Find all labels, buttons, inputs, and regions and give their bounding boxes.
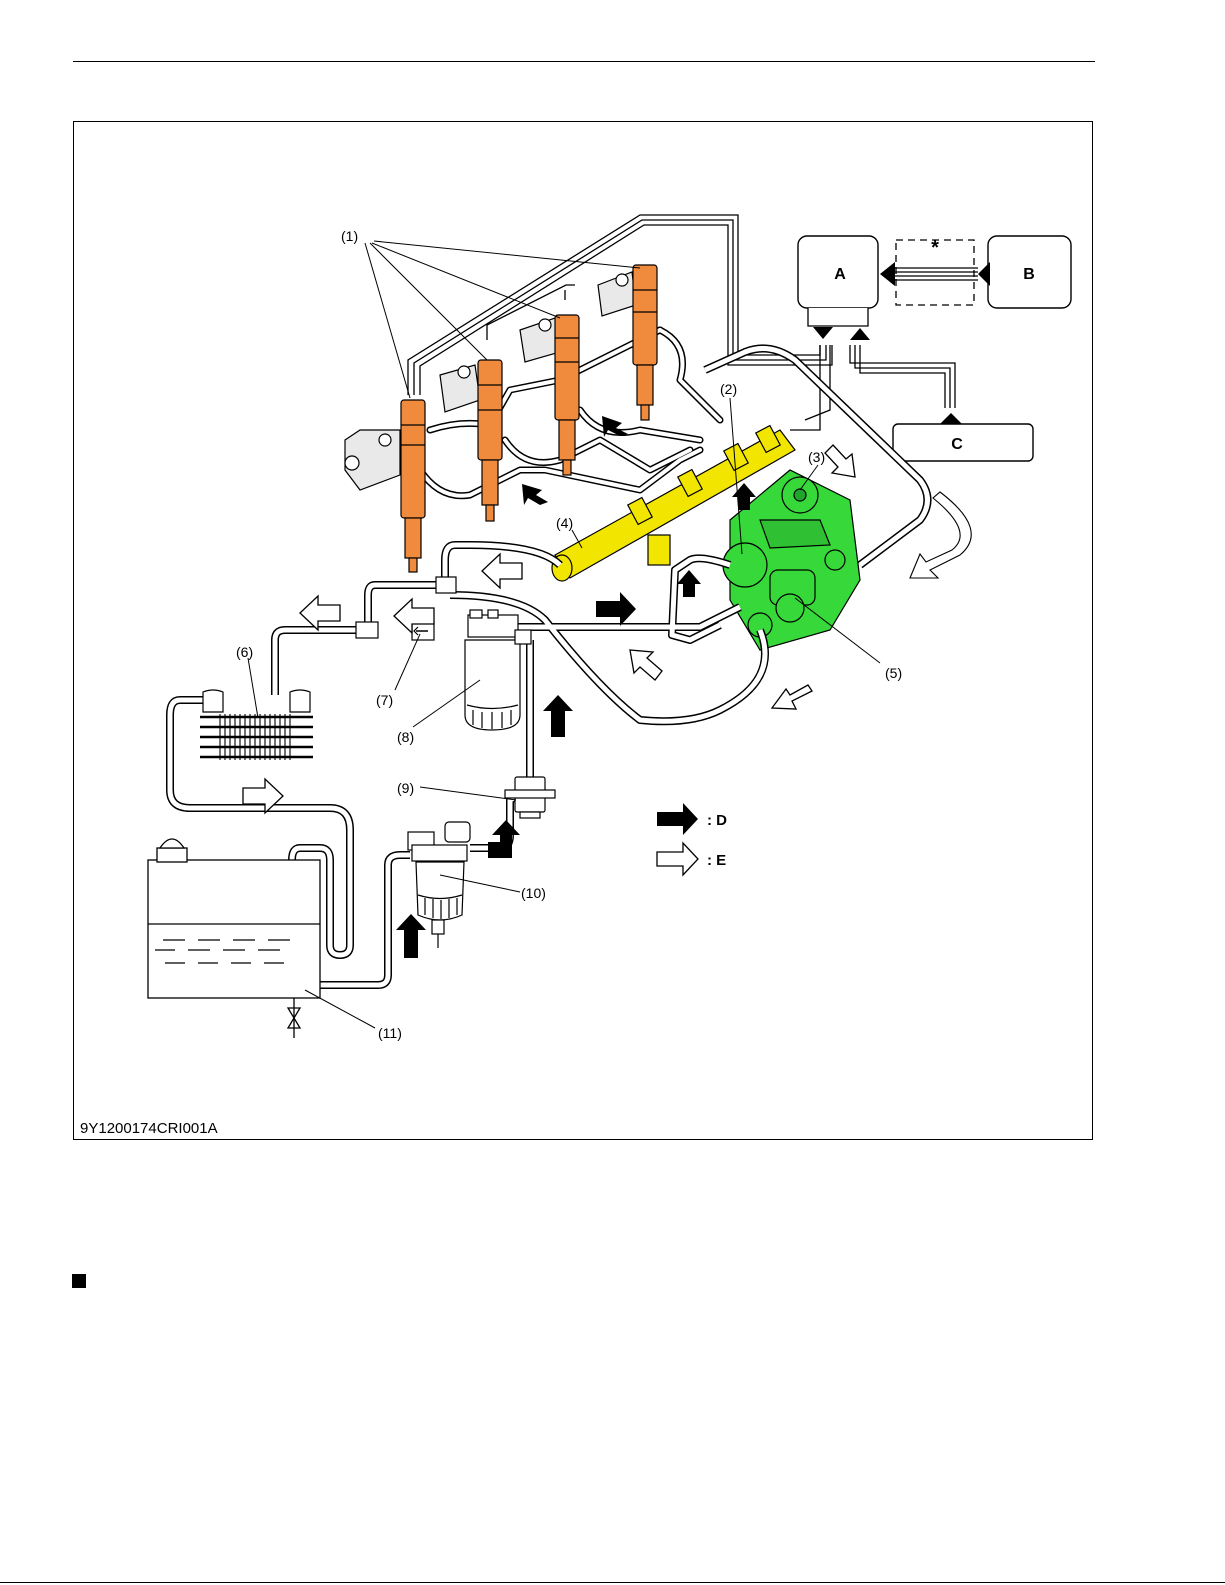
box-b-label: B <box>1023 266 1035 283</box>
legend: : D : E <box>657 803 727 875</box>
legend-d-label: : D <box>707 812 727 829</box>
overflow-valve <box>412 622 434 640</box>
callout-9: (9) <box>397 780 414 796</box>
return-arrow-long <box>910 492 971 578</box>
injector-1 <box>401 400 425 572</box>
fuel-cooler <box>200 690 313 760</box>
box-a-label: A <box>834 266 846 283</box>
legend-e-label: : E <box>707 852 726 869</box>
injector-4 <box>633 265 657 420</box>
optional-box: * <box>880 237 990 305</box>
callout-10: (10) <box>521 885 546 901</box>
sensor-box-c: C <box>893 413 1033 461</box>
callout-7: (7) <box>376 692 393 708</box>
injector-3 <box>555 315 579 475</box>
ecu-box-a: A <box>798 236 878 340</box>
box-c-label: C <box>951 436 963 453</box>
callout-1: (1) <box>341 228 358 244</box>
callout-11: (11) <box>378 1025 402 1041</box>
asterisk-label: * <box>931 237 939 259</box>
sensor-box-b: B <box>988 236 1071 308</box>
callout-5: (5) <box>885 665 902 681</box>
callout-2: (2) <box>720 381 737 397</box>
callout-6: (6) <box>236 644 253 660</box>
callout-4: (4) <box>556 515 573 531</box>
callout-3: (3) <box>808 449 825 465</box>
injector-2 <box>478 360 502 521</box>
callout-8: (8) <box>397 729 414 745</box>
fuel-tank <box>148 839 320 1038</box>
